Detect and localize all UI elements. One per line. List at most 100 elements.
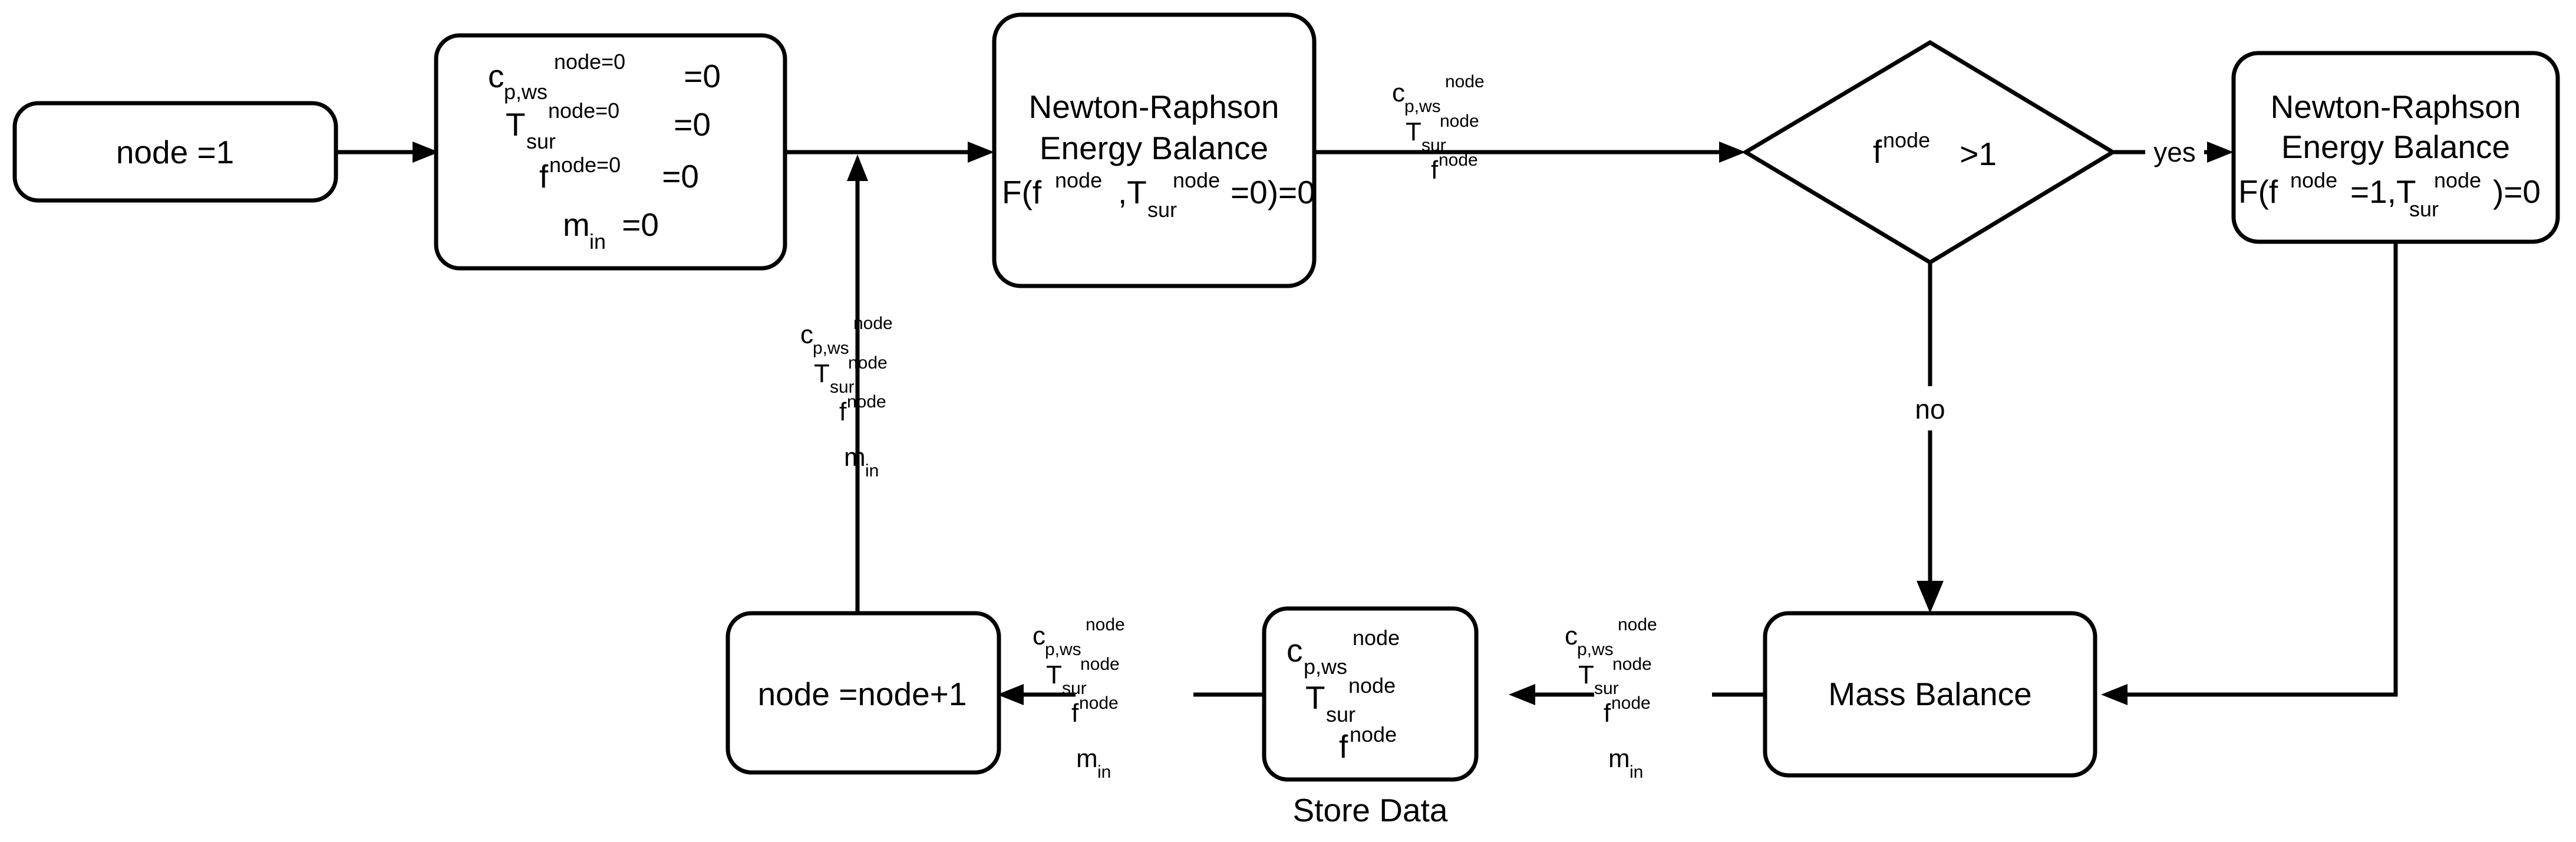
node-mass-balance-shape[interactable]	[1763, 611, 2097, 778]
elbl-nrd-l0-sup: node	[1445, 72, 1485, 91]
elbl-si-l1-sup: node	[1080, 654, 1120, 674]
elbl-nrd-l1-sub: sur	[1421, 136, 1446, 155]
elbl-ms-l1-sub: sur	[1594, 679, 1619, 698]
elbl-fb-l1-sub: sur	[830, 377, 855, 397]
node-start[interactable]: node =1	[12, 101, 338, 203]
store-data-line-1: T sur node	[1305, 673, 1396, 726]
store-l1-sub: sur	[1326, 702, 1355, 726]
edge-label-yes: yes	[2153, 137, 2196, 167]
edge-nr-left-to-decision	[1314, 142, 1746, 163]
elbl-ms-l0-base: c	[1565, 621, 1578, 650]
store-data-line-0: c p,ws node	[1287, 626, 1400, 679]
elbl-si-l2-base: f	[1071, 699, 1079, 728]
nr-left-eq-sup2: node	[1173, 168, 1220, 192]
elbl-ms-line-3: m in	[1608, 744, 1643, 782]
elbl-nrd-l2-sup: node	[1439, 150, 1478, 170]
elbl-si-line-3: m in	[1076, 744, 1111, 782]
edge-label-no: no	[1915, 394, 1945, 425]
nr-right-eq-sub1: sur	[2409, 197, 2439, 221]
nr-left-eq-suffix: =0)=0	[1231, 174, 1315, 210]
edge-mass-balance-to-store-data	[1509, 684, 1765, 705]
elbl-ms-l1-sup: node	[1612, 654, 1652, 674]
elbl-nrd-l1-sup: node	[1440, 111, 1479, 131]
nr-right-eq-prefix: F(f	[2238, 173, 2278, 210]
store-l0-sub: p,ws	[1304, 654, 1347, 679]
node-nr-energy-balance-left[interactable]: Newton-Raphson Energy Balance F(f node ,…	[992, 12, 1317, 288]
elbl-ms-line-1: T sur node	[1578, 654, 1652, 698]
node-start-shape[interactable]	[12, 101, 338, 203]
store-l0-sup: node	[1353, 626, 1400, 650]
store-l2-sup: node	[1350, 722, 1397, 746]
init-l2-sup: node=0	[549, 153, 621, 177]
elbl-nrd-l1-base: T	[1406, 117, 1421, 146]
elbl-fb-l1-sup: node	[848, 353, 888, 373]
nr-left-title-line1: Newton-Raphson	[1029, 88, 1279, 125]
init-l0-sub: p,ws	[504, 80, 547, 104]
elbl-nrd-line-2: f node	[1431, 150, 1478, 185]
edge-label-store-to-increment: c p,ws node T sur node f node m in	[1033, 615, 1125, 782]
node-init-line-3: m in =0	[563, 206, 659, 254]
init-l2-base: f	[539, 158, 549, 195]
elbl-fb-l0-base: c	[800, 320, 813, 349]
elbl-si-line-2: f node	[1071, 693, 1119, 728]
elbl-si-line-0: c p,ws node	[1033, 615, 1125, 659]
node-nr-energy-balance-right[interactable]: Newton-Raphson Energy Balance F(f node =…	[2231, 51, 2560, 244]
elbl-ms-l0-sub: p,ws	[1577, 640, 1614, 659]
node-init-shape[interactable]	[434, 33, 787, 271]
decision-sup: node	[1883, 128, 1930, 152]
node-store-data-shape[interactable]	[1262, 606, 1479, 782]
elbl-nrd-l0-sub: p,ws	[1404, 97, 1441, 116]
node-increment-shape[interactable]	[725, 611, 1001, 775]
elbl-ms-l0-sup: node	[1618, 615, 1657, 634]
edge-feedback-up	[847, 154, 868, 596]
init-l1-sub: sur	[526, 129, 556, 153]
nr-left-title-line2: Energy Balance	[1040, 130, 1268, 166]
elbl-nrd-l2-base: f	[1431, 156, 1439, 185]
elbl-si-line-1: T sur node	[1046, 654, 1120, 698]
nr-right-title-line1: Newton-Raphson	[2271, 88, 2521, 125]
edge-decision-yes	[2113, 142, 2234, 163]
node-store-data[interactable]: c p,ws node T sur node f node Store Data	[1262, 606, 1479, 828]
elbl-fb-l0-sub: p,ws	[813, 338, 849, 358]
nr-right-eq-sup1: node	[2290, 168, 2337, 192]
init-l1-base: T	[506, 106, 526, 143]
store-l2-base: f	[1339, 728, 1348, 765]
edge-decision-no	[1917, 242, 1944, 613]
node-decision-shape[interactable]	[1741, 40, 2117, 265]
nr-left-eq-sup1: node	[1055, 168, 1102, 192]
store-l1-base: T	[1305, 679, 1325, 716]
node-nr-right-shape[interactable]	[2231, 51, 2560, 244]
edge-store-data-to-increment	[997, 684, 1264, 705]
edge-label-nr-left-to-decision: c p,ws node T sur node f node	[1392, 72, 1485, 185]
node-increment-label: node =node+1	[758, 676, 967, 712]
decision-base: f	[1873, 133, 1882, 170]
node-init[interactable]: c p,ws node=0 =0 T sur node=0 =0 f node=…	[434, 33, 787, 271]
elbl-fb-line-0: c p,ws node	[800, 314, 893, 358]
init-l2-tail: =0	[653, 158, 699, 195]
elbl-nrd-line-1: T sur node	[1406, 111, 1479, 155]
nr-right-eq-suffix: )=0	[2493, 173, 2541, 210]
init-l3-sub: in	[589, 229, 606, 254]
nr-left-eq-mid: ,T	[1118, 174, 1147, 210]
store-data-line-2: f node	[1339, 722, 1397, 765]
elbl-si-l0-sub: p,ws	[1045, 640, 1081, 659]
elbl-nrd-line-0: c p,ws node	[1392, 72, 1485, 116]
elbl-ms-l1-base: T	[1578, 660, 1594, 689]
init-l0-base: c	[488, 58, 504, 94]
elbl-fb-l3-base: m	[844, 443, 866, 472]
elbl-ms-l3-sub: in	[1630, 762, 1643, 782]
node-decision-f-node-gt-1[interactable]: f node >1	[1741, 40, 2117, 265]
nr-right-equation: F(f node =1,T sur node )=0	[2238, 168, 2541, 221]
node-increment[interactable]: node =node+1	[725, 611, 1001, 775]
node-mass-balance[interactable]: Mass Balance	[1763, 611, 2097, 778]
elbl-fb-line-1: T sur node	[814, 353, 888, 397]
elbl-ms-line-0: c p,ws node	[1565, 615, 1657, 659]
elbl-ms-line-2: f node	[1604, 693, 1651, 728]
nr-left-eq-sub1: sur	[1147, 198, 1177, 222]
node-nr-left-shape[interactable]	[992, 12, 1317, 288]
elbl-fb-l2-sup: node	[847, 392, 886, 412]
elbl-nrd-l0-base: c	[1392, 78, 1405, 107]
elbl-si-l0-sup: node	[1086, 615, 1125, 634]
